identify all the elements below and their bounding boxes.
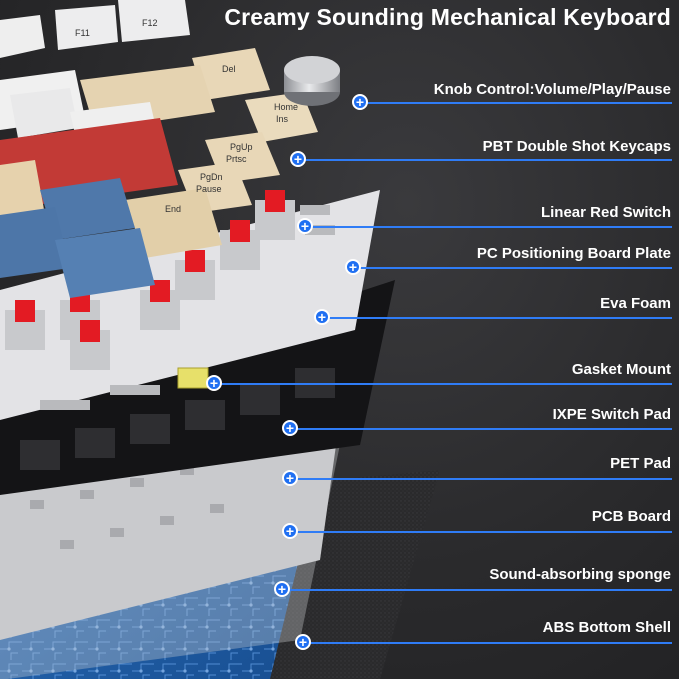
legend-f12: F12 [142, 18, 158, 28]
legend-prtsc: Prtsc [226, 154, 247, 164]
callout-line [290, 428, 672, 430]
legend-del: Del [222, 64, 236, 74]
callout-eva-foam: Eva Foam [600, 295, 671, 312]
callout-line [298, 159, 672, 161]
legend-pause: Pause [196, 184, 222, 194]
plus-marker-icon: + [206, 375, 222, 391]
callout-line [353, 267, 672, 269]
plus-marker-icon: + [297, 218, 313, 234]
callout-knob-control: Knob Control:Volume/Play/Pause [433, 81, 671, 98]
plus-marker-icon: + [274, 581, 290, 597]
callout-line [322, 317, 672, 319]
red-switches [5, 190, 295, 370]
plus-marker-icon: + [314, 309, 330, 325]
callout-line [290, 478, 672, 480]
plus-marker-icon: + [282, 523, 298, 539]
legend-pgdn: PgDn [200, 172, 223, 182]
plus-marker-icon: + [352, 94, 368, 110]
legend-end: End [165, 204, 181, 214]
callout-line [290, 531, 672, 533]
volume-knob [284, 56, 340, 106]
callout-pcb-board: PCB Board [591, 508, 671, 525]
callout-ixpe-switch-pad: IXPE Switch Pad [552, 406, 671, 423]
gasket-mount [177, 367, 209, 389]
callout-pc-positioning-plate: PC Positioning Board Plate [476, 245, 671, 262]
page-title: Creamy Sounding Mechanical Keyboard [224, 4, 671, 30]
callout-line [282, 589, 672, 591]
callout-sound-absorbing-sponge: Sound-absorbing sponge [489, 566, 671, 583]
callout-line [360, 102, 672, 104]
plus-marker-icon: + [295, 634, 311, 650]
keycap-legends: F11 F12 Del Home Ins PgUp Prtsc PgDn Pau… [75, 18, 298, 214]
keycaps [0, 0, 318, 298]
plus-marker-icon: + [282, 420, 298, 436]
plus-marker-icon: + [345, 259, 361, 275]
callout-line [303, 642, 672, 644]
callout-abs-bottom-shell: ABS Bottom Shell [542, 619, 671, 636]
legend-f11: F11 [75, 28, 90, 38]
legend-ins: Ins [276, 114, 289, 124]
plus-marker-icon: + [282, 470, 298, 486]
callout-pet-pad: PET Pad [610, 455, 671, 472]
callout-line [214, 383, 672, 385]
legend-pgup: PgUp [230, 142, 253, 152]
legend-home: Home [274, 102, 298, 112]
plus-marker-icon: + [290, 151, 306, 167]
callout-gasket-mount: Gasket Mount [571, 361, 671, 378]
callout-pbt-keycaps: PBT Double Shot Keycaps [482, 138, 671, 155]
callout-line [305, 226, 672, 228]
callout-linear-red-switch: Linear Red Switch [540, 204, 671, 221]
